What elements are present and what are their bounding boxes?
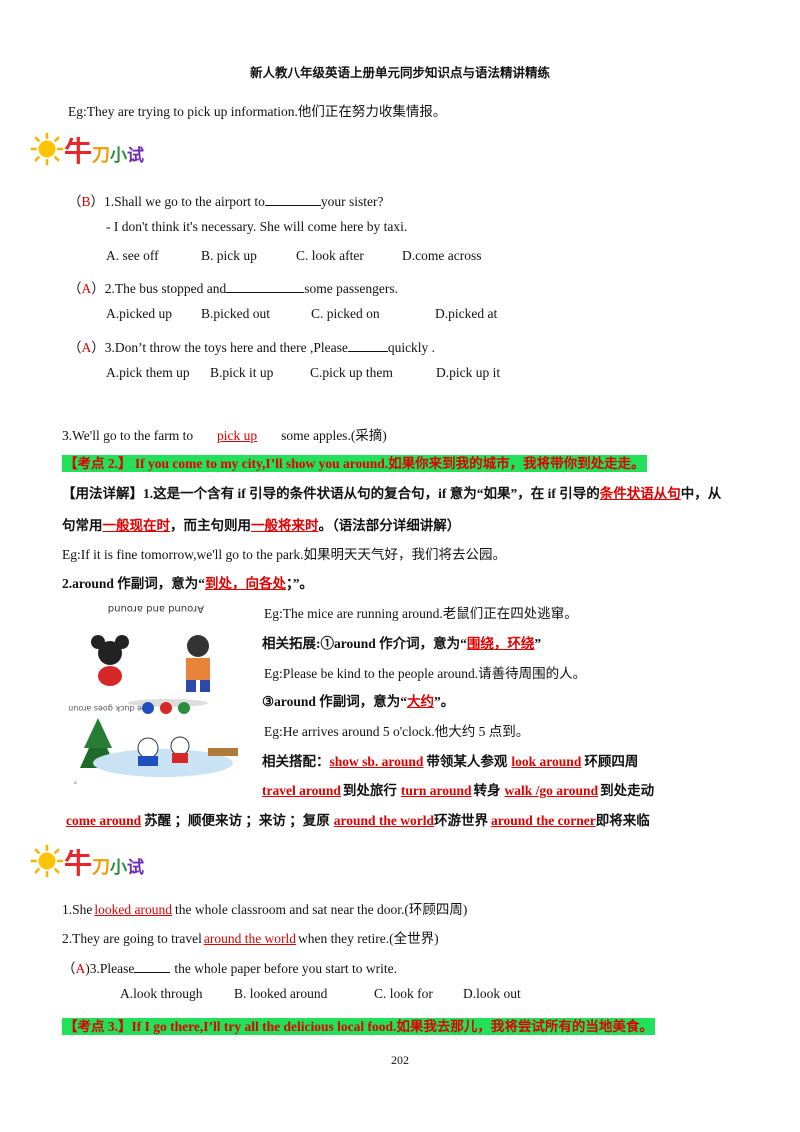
- example-be-kind: Eg:Please be kind to the people around.请…: [264, 666, 587, 681]
- example-mice: Eg:The mice are running around.老鼠们正在四处逃窜…: [264, 606, 578, 621]
- answer-mark: B: [81, 194, 91, 209]
- extension-3: ③around 作副词，意为“大约”。: [262, 694, 455, 709]
- question-3: （A）3.Don’t throw the toys here and there…: [68, 340, 436, 355]
- example-arrive: Eg:He arrives around 5 o'clock.他大约 5 点到。: [264, 724, 530, 739]
- answer-mark: A: [75, 961, 86, 976]
- cartoon-image: Around and around The duck goes around a: [63, 598, 252, 790]
- sun-icon: [30, 844, 64, 878]
- answer-mark: A: [81, 340, 92, 355]
- example-pick-up-information: Eg:They are trying to pick up informatio…: [68, 104, 447, 119]
- fill-answer: pick up: [217, 428, 258, 443]
- cartoon-illustration: Around and around The duck goes around a: [63, 598, 252, 790]
- section-title-text: 牛刀小试: [64, 847, 145, 880]
- section-title-text: 牛刀小试: [64, 135, 145, 168]
- image-mark: a: [74, 780, 77, 786]
- key-point-3: 【考点 3.】If I go there,I’ll try all the de…: [62, 1018, 655, 1035]
- around-adverb-meaning: 2.around 作副词，意为“到处，向各处；”。: [62, 576, 314, 591]
- answer-mark: A: [81, 281, 92, 296]
- example-if-fine: Eg:If it is fine tomorrow,we'll go to th…: [62, 547, 507, 562]
- caption-duck: The duck goes around: [68, 704, 153, 713]
- question-1-reply: - I don't think it's necessary. She will…: [106, 219, 408, 234]
- sun-icon: [30, 132, 64, 166]
- usage-explanation-line-2: 句常用一般现在时，而主句则用一般将来时。（语法部分详细讲解）: [62, 518, 461, 533]
- key-point-2: 【考点 2.】 If you come to my city,I’ll show…: [62, 455, 647, 472]
- usage-explanation-line-1: 【用法详解】1.这是一个含有 if 引导的条件状语从句的复合句，if 意为“如果…: [62, 486, 722, 501]
- caption-around: Around and around: [108, 603, 204, 614]
- page-header: 新人教八年级英语上册单元同步知识点与语法精讲精练: [249, 66, 550, 80]
- page-number: 202: [391, 1053, 409, 1067]
- extension-1: 相关拓展:①around 作介词，意为“围绕，环绕”: [262, 636, 542, 651]
